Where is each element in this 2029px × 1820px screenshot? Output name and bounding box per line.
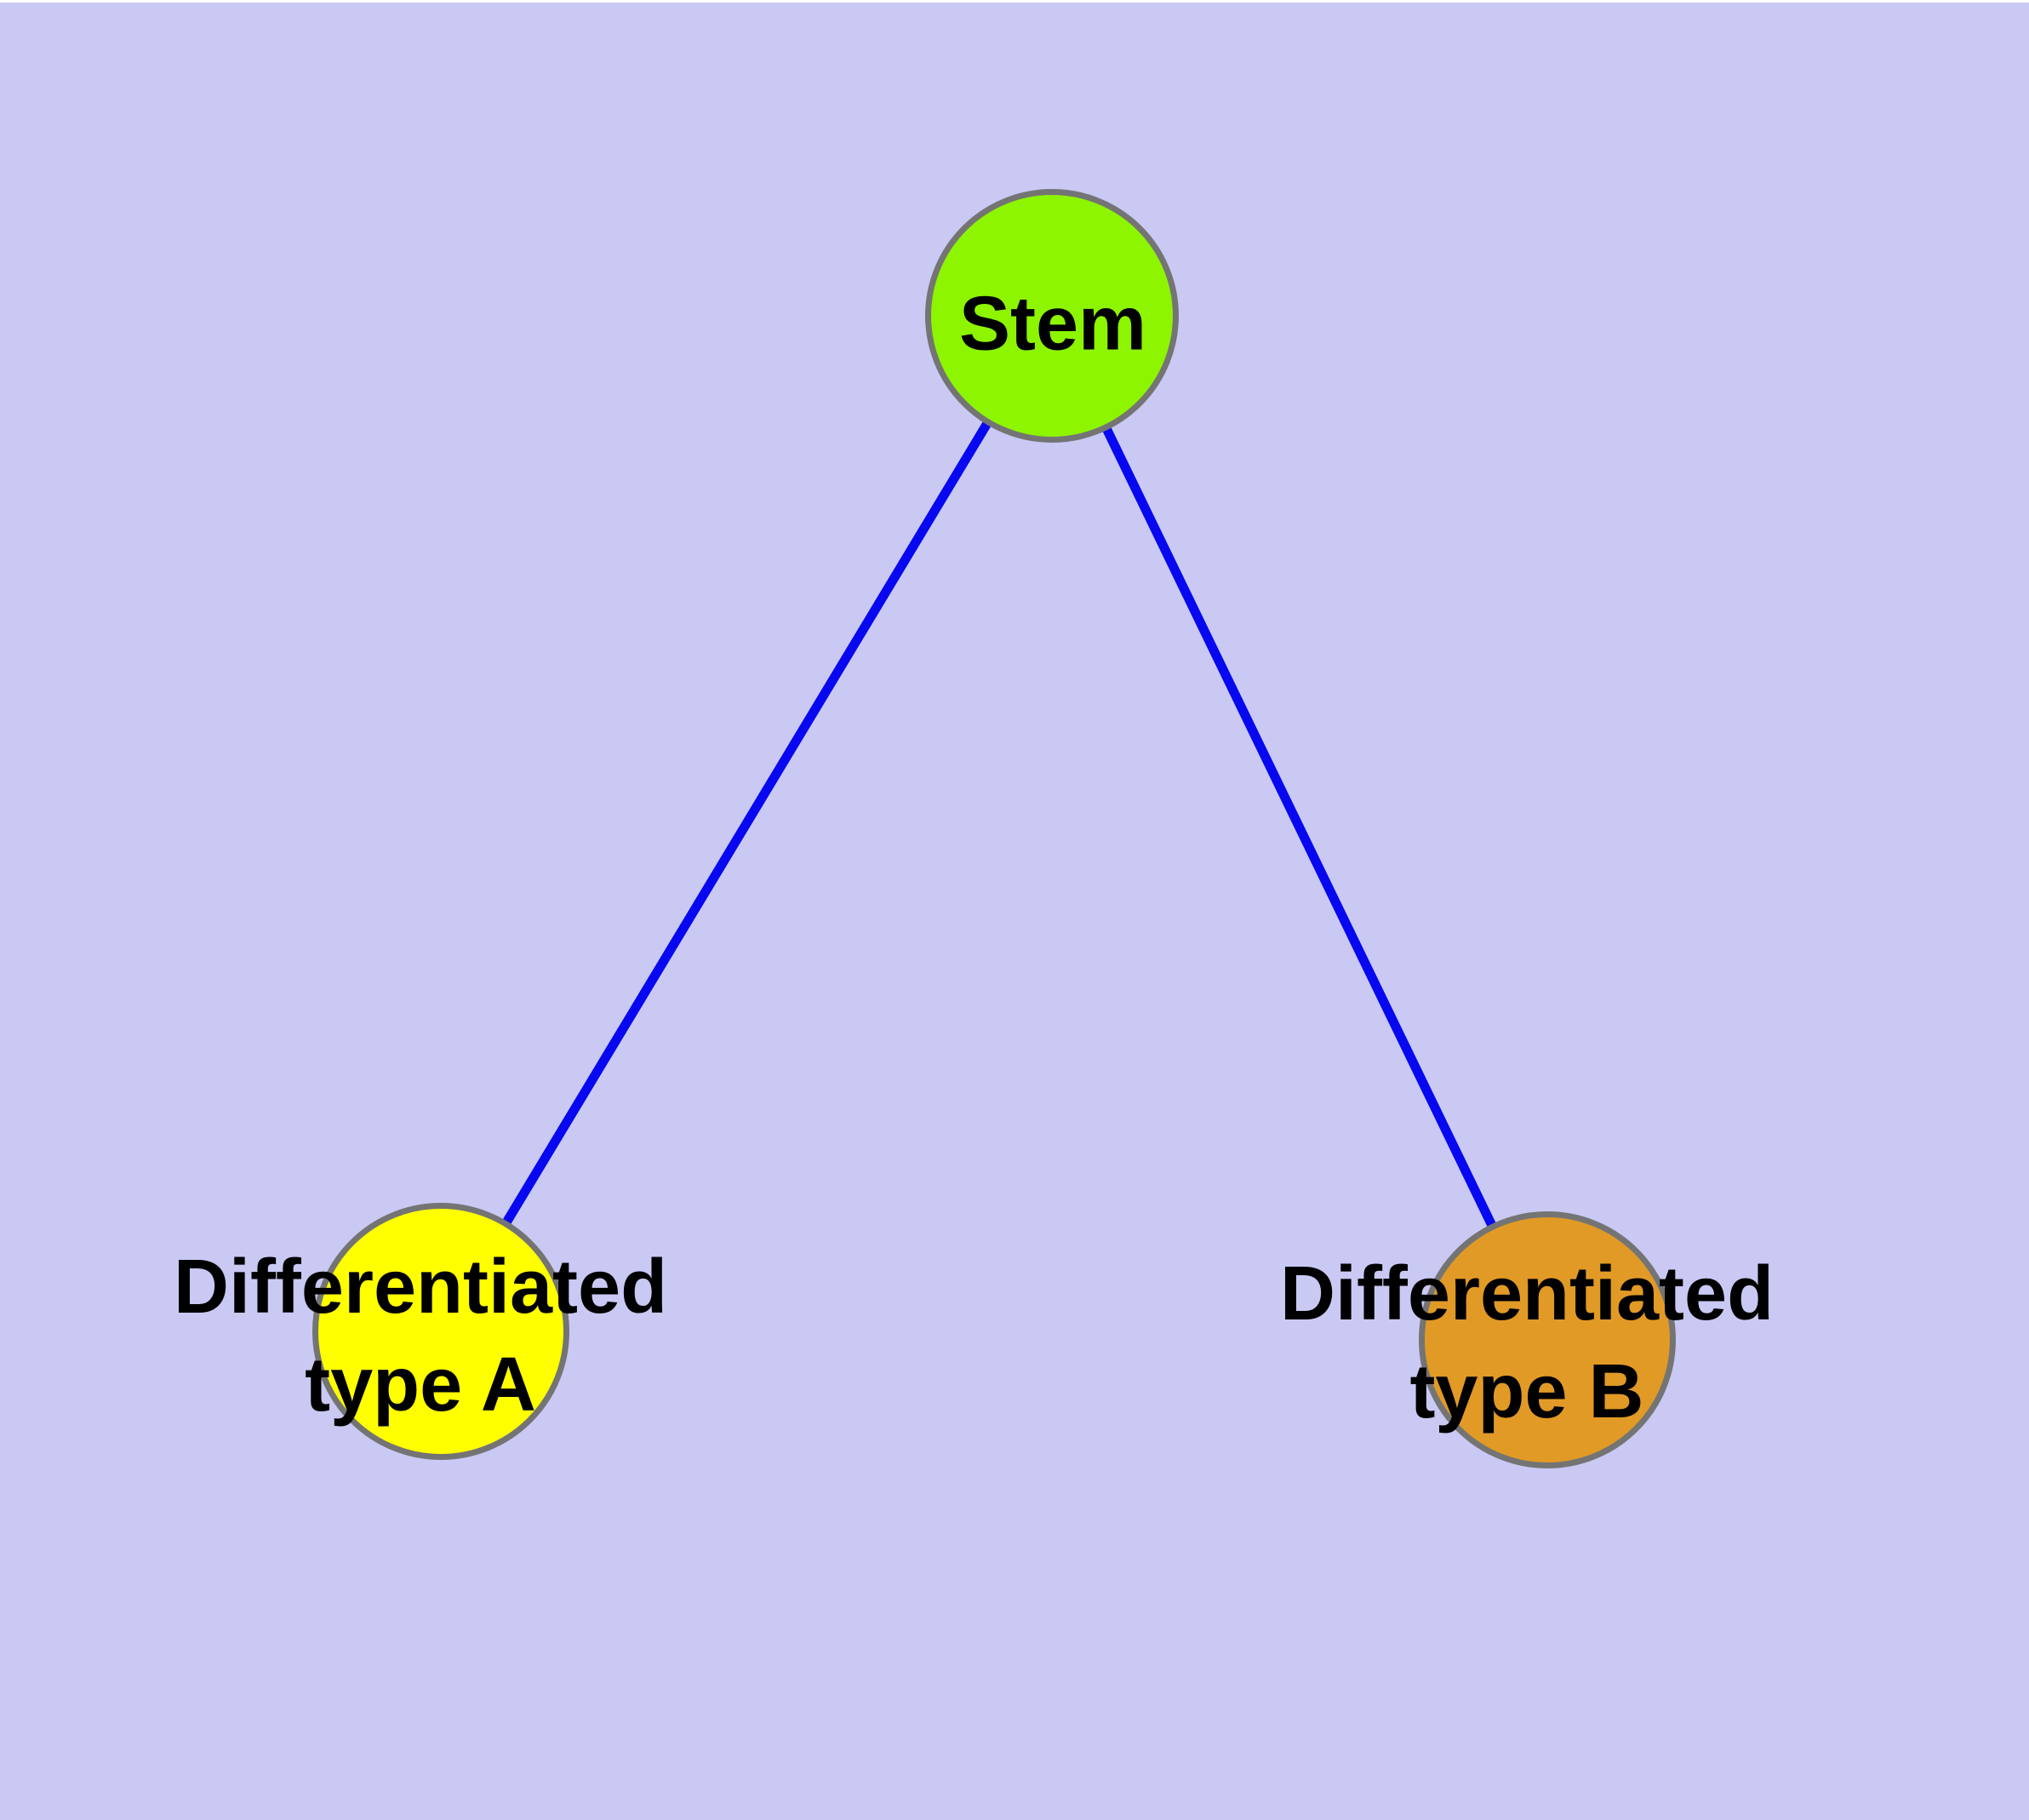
node-stem-cell <box>925 189 1179 443</box>
node-differentiated-type-b <box>1419 1211 1676 1468</box>
node-stem-label: Stem <box>959 276 1146 374</box>
node-type-b-label: Differentiated type B <box>1280 1245 1774 1441</box>
type-a-label-line2: type A <box>305 1342 536 1428</box>
type-a-label-line1: Differentiated <box>173 1245 668 1330</box>
stem-label-text: Stem <box>958 281 1147 367</box>
edge-stem-to-type-b <box>1048 313 1552 1342</box>
type-b-label-line1: Differentiated <box>1279 1251 1775 1336</box>
window-top-edge <box>0 0 2029 3</box>
edge-stem-to-type-a <box>437 313 1056 1334</box>
node-type-a-label: Differentiated type A <box>174 1239 667 1434</box>
node-differentiated-type-a <box>312 1203 569 1460</box>
type-b-label-line2: type B <box>1409 1349 1644 1434</box>
